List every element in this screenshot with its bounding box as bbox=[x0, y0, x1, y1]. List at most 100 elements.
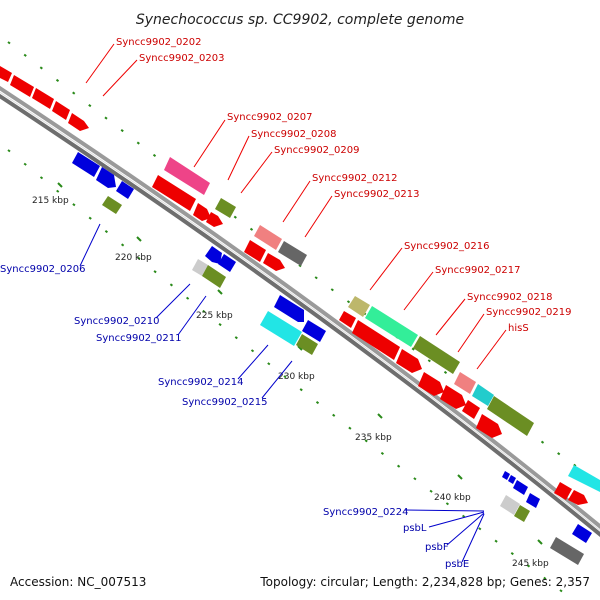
track-dot bbox=[55, 78, 60, 82]
track-dot bbox=[411, 347, 415, 351]
reverse-leader-lines bbox=[79, 223, 485, 563]
gene-arrow[interactable] bbox=[302, 320, 326, 342]
accession-text: Accession: NC_007513 bbox=[10, 575, 146, 589]
gene-arrow[interactable] bbox=[514, 505, 530, 522]
gene-label[interactable]: Syncc9902_0203 bbox=[139, 53, 225, 64]
track-dot bbox=[186, 296, 190, 300]
gene-label[interactable]: Syncc9902_0206 bbox=[0, 264, 86, 275]
gene-arrow[interactable] bbox=[296, 334, 318, 355]
gene-arrow[interactable] bbox=[472, 384, 494, 406]
gene-label[interactable]: Syncc9902_0202 bbox=[116, 37, 202, 48]
gene-label[interactable]: Syncc9902_0213 bbox=[334, 189, 420, 200]
gene-arrow[interactable] bbox=[508, 475, 516, 484]
track-dot bbox=[315, 400, 320, 405]
gene-arrow[interactable] bbox=[487, 396, 534, 436]
gene-arrow[interactable] bbox=[462, 400, 480, 419]
gene-label[interactable]: psbL bbox=[403, 523, 427, 534]
gene-arrow[interactable] bbox=[72, 152, 100, 177]
track-dot bbox=[443, 370, 448, 375]
tick-mark bbox=[377, 413, 383, 419]
gene-label[interactable]: Syncc9902_0214 bbox=[158, 377, 244, 388]
track-dot bbox=[462, 514, 466, 518]
gene-arrow[interactable] bbox=[215, 198, 236, 218]
gene-label[interactable]: hisS bbox=[508, 323, 529, 334]
track-dot bbox=[120, 129, 124, 133]
gene-label[interactable]: Syncc9902_0219 bbox=[486, 307, 572, 318]
gene-arrow[interactable] bbox=[10, 75, 34, 97]
gene-label[interactable]: Syncc9902_0209 bbox=[274, 145, 360, 156]
track-dot bbox=[380, 451, 384, 456]
gene-label[interactable]: Syncc9902_0215 bbox=[182, 397, 268, 408]
gene-label[interactable]: Syncc9902_0216 bbox=[404, 241, 490, 252]
gene-arrow[interactable] bbox=[0, 66, 12, 82]
gene-label[interactable]: Syncc9902_0224 bbox=[323, 507, 409, 518]
gene-arrow[interactable] bbox=[254, 225, 282, 250]
gene-arrow[interactable] bbox=[274, 295, 304, 322]
gene-label[interactable]: Syncc9902_0217 bbox=[435, 265, 521, 276]
gene-arrow[interactable] bbox=[513, 480, 528, 495]
gene-label[interactable]: Syncc9902_0212 bbox=[312, 173, 398, 184]
gene-label[interactable]: Syncc9902_0211 bbox=[96, 333, 182, 344]
tick-label-235: 235 kbp bbox=[355, 433, 392, 443]
tick-label-220: 220 kbp bbox=[115, 253, 152, 263]
gene-arrow[interactable] bbox=[278, 241, 307, 266]
track-dot bbox=[56, 189, 60, 193]
track-dot bbox=[249, 227, 254, 231]
gene-arrow[interactable] bbox=[568, 490, 588, 505]
gene-arrow[interactable] bbox=[116, 181, 134, 199]
forward-gene-labels: Syncc9902_0202 Syncc9902_0203 Syncc9902_… bbox=[116, 37, 572, 334]
gene-arrow[interactable] bbox=[202, 265, 226, 288]
gene-arrow[interactable] bbox=[365, 306, 418, 347]
track-dot bbox=[510, 551, 514, 556]
gene-arrow[interactable] bbox=[244, 240, 266, 262]
gene-arrow[interactable] bbox=[193, 203, 211, 221]
tick-label-230: 230 kbp bbox=[278, 372, 315, 382]
gene-arrow[interactable] bbox=[502, 471, 510, 480]
gene-arrow[interactable] bbox=[96, 167, 116, 188]
gene-arrow[interactable] bbox=[500, 495, 520, 515]
map-title: Synechococcus sp. CC9902, complete genom… bbox=[136, 12, 464, 28]
track-dot bbox=[234, 336, 238, 340]
gene-arrow[interactable] bbox=[205, 246, 222, 264]
gene-arrow[interactable] bbox=[164, 157, 210, 195]
gene-arrow[interactable] bbox=[526, 493, 540, 508]
gene-arrow[interactable] bbox=[206, 212, 223, 227]
track-dot bbox=[397, 464, 401, 468]
gene-arrow[interactable] bbox=[192, 259, 208, 276]
gene-arrow[interactable] bbox=[339, 311, 356, 328]
gene-arrow[interactable] bbox=[568, 465, 600, 492]
gene-label[interactable]: psbF bbox=[425, 542, 449, 553]
gene-arrow[interactable] bbox=[102, 196, 122, 214]
tick-label-240: 240 kbp bbox=[434, 493, 471, 503]
gene-arrow[interactable] bbox=[418, 372, 444, 396]
track-dot bbox=[104, 230, 109, 234]
gene-arrow[interactable] bbox=[396, 349, 422, 373]
tick-mark bbox=[217, 289, 223, 295]
gene-label[interactable]: Syncc9902_0207 bbox=[227, 112, 313, 123]
gene-arrow[interactable] bbox=[550, 537, 584, 565]
gene-arrow[interactable] bbox=[572, 524, 592, 543]
gene-arrow[interactable] bbox=[52, 101, 70, 120]
gene-arrow[interactable] bbox=[454, 372, 476, 394]
gene-arrow[interactable] bbox=[554, 482, 572, 500]
track-dot bbox=[299, 388, 303, 392]
gene-arrow[interactable] bbox=[68, 113, 89, 131]
track-dot bbox=[348, 426, 352, 430]
gene-arrow[interactable] bbox=[32, 88, 54, 109]
gene-label[interactable]: Syncc9902_0210 bbox=[74, 316, 160, 327]
gene-arrow[interactable] bbox=[413, 336, 460, 374]
gene-label[interactable]: psbE bbox=[445, 559, 469, 570]
track-dot bbox=[137, 256, 141, 260]
gene-arrow[interactable] bbox=[348, 296, 370, 317]
gene-arrow[interactable] bbox=[260, 311, 302, 346]
gene-label[interactable]: Syncc9902_0218 bbox=[467, 292, 553, 303]
gene-arrow[interactable] bbox=[152, 175, 196, 211]
gene-arrow[interactable] bbox=[440, 385, 466, 409]
gene-label[interactable]: Syncc9902_0208 bbox=[251, 129, 337, 140]
gene-arrow[interactable] bbox=[218, 254, 236, 272]
track-dot bbox=[429, 489, 433, 493]
track-dot bbox=[314, 276, 318, 280]
gene-arrow[interactable] bbox=[476, 414, 502, 438]
gene-arrow[interactable] bbox=[263, 253, 285, 271]
gene-arrow[interactable] bbox=[352, 320, 400, 360]
